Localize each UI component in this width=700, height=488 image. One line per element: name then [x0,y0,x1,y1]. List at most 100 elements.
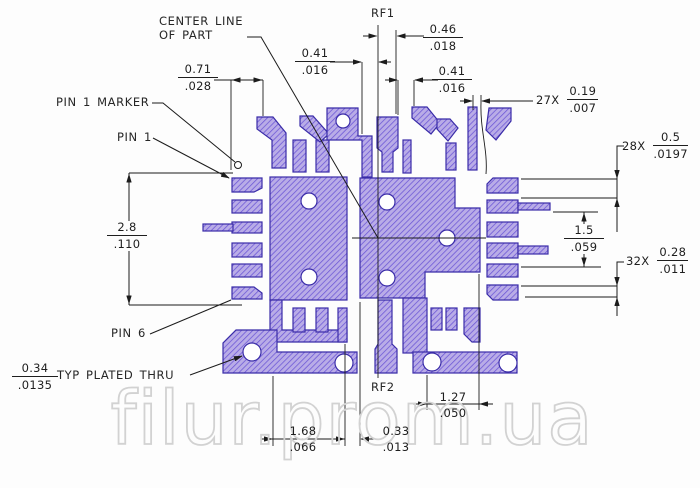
rf2-label: RF2 [371,380,395,394]
pad-rf2-funnel [374,299,398,374]
dim-mm: 0.19 [567,84,599,100]
pad-pin1 [231,177,263,193]
dim-mm: 1.5 [564,224,604,239]
pad-top [445,142,457,171]
pad-top-bent [256,116,287,169]
dim-pad-offset: 0.71 .028 [178,63,218,93]
dim-bottom-right: 1.27 .050 [433,391,473,420]
dim-mm: 0.34 [12,362,58,377]
plated-hole [300,268,318,286]
pin1-label: PIN 1 [117,130,152,144]
dim-mm: 0.33 [382,424,410,438]
pad-right [486,177,519,194]
dim-bottom-left: 1.68 .066 [283,425,323,454]
thermal-pad-left-comb [269,299,348,343]
dim-rf1-width: 0.46 .018 [423,23,463,53]
pad-top-tall [467,106,478,171]
dim-in: .013 [382,440,410,454]
pad-right [486,242,519,259]
pad-right [486,221,519,238]
pad-top [292,139,307,173]
plated-hole [300,192,318,210]
pad-bottom [337,307,348,343]
extension-lines [129,30,617,446]
dim-in: .028 [184,79,212,93]
pad-bottom [445,307,458,331]
pad-right-extension [517,245,549,255]
pad-right [486,284,519,301]
dim-mm: 0.46 [423,23,463,38]
dim-trace-space: 27X 0.19 .007 [536,84,599,115]
pad-top [402,139,412,174]
pad-top-diagonal [436,118,459,142]
dim-span-right: 1.5 .059 [564,224,604,254]
pad-bottom [430,307,443,331]
plated-hole [242,342,262,362]
pad-pin5 [231,263,263,278]
leader-pin6 [149,299,232,335]
dim-in: .018 [429,39,457,53]
dim-mm: 0.71 [178,63,218,78]
dim-count: 32X [626,253,650,268]
pad-pin4 [231,242,263,258]
leader-lines [149,36,379,376]
dim-in: .059 [570,240,598,254]
pin1-marker-dot [234,161,242,169]
dim-gap-right: 0.41 .016 [432,65,472,95]
pad-bottom-diagonal [463,307,481,343]
dimension-layer [126,25,624,446]
plated-hole [378,193,396,211]
dim-bottom-mid: 0.33 .013 [376,425,416,454]
plated-hole [335,113,351,129]
center-line-label-1: CENTER LINE [159,14,244,28]
pad-top-corner-diagonal [485,107,512,141]
dim-in: .050 [439,406,467,420]
dim-mm: 0.5 [653,131,688,146]
copper-pads-layer [202,106,551,374]
dim-in: .0135 [17,378,53,392]
plated-holes-layer [242,113,518,373]
dim-pad-width: 32X 0.28 .011 [626,246,689,276]
plated-hole [422,352,442,372]
pad-bottom [315,307,329,333]
pad-pin2 [231,199,263,214]
pad-pin3 [231,221,263,234]
dim-in: .016 [438,81,466,95]
dim-in: .016 [301,63,329,77]
dim-mm: 2.8 [107,221,147,236]
dim-mm: 0.41 [432,65,472,80]
dim-fraction: 0.19 .007 [567,84,599,115]
leader-pin1 [152,137,230,179]
dim-gap-left: 0.41 .016 [295,47,335,77]
corner-plated-block [222,329,358,374]
dim-mm: 1.68 [289,424,317,438]
dim-fraction: 0.5 .0197 [653,131,688,161]
pad-rf1-funnel [376,116,399,173]
pin1-marker-label: PIN 1 MARKER [56,95,150,109]
plated-hole [498,353,518,373]
dim-in: .011 [659,262,687,276]
dim-count: 27X [536,92,560,107]
plated-hole [334,353,354,373]
pad-pin6 [231,286,263,300]
pad-right [486,263,519,278]
dim-in: .007 [569,101,597,115]
pad-top [315,139,330,173]
pad-bottom [292,307,306,333]
dim-in: .0197 [653,147,688,161]
watermark: filur.prom.ua [110,376,593,462]
dim-body-height: 2.8 .110 [107,221,147,251]
center-lines [352,25,486,378]
pin6-label: PIN 6 [111,326,146,340]
leader-typ-plated-thru [189,355,243,376]
dim-in: .066 [289,440,317,454]
rf1-label: RF1 [371,6,395,20]
dim-pin-pitch: 28X 0.5 .0197 [622,131,688,161]
dim-fraction: 0.28 .011 [657,246,689,276]
center-line-label-2: OF PART [159,28,213,42]
pad-top-diagonal [411,106,441,135]
pad-pin3-extension [202,223,234,232]
leader-center-line-of-part [247,36,379,239]
